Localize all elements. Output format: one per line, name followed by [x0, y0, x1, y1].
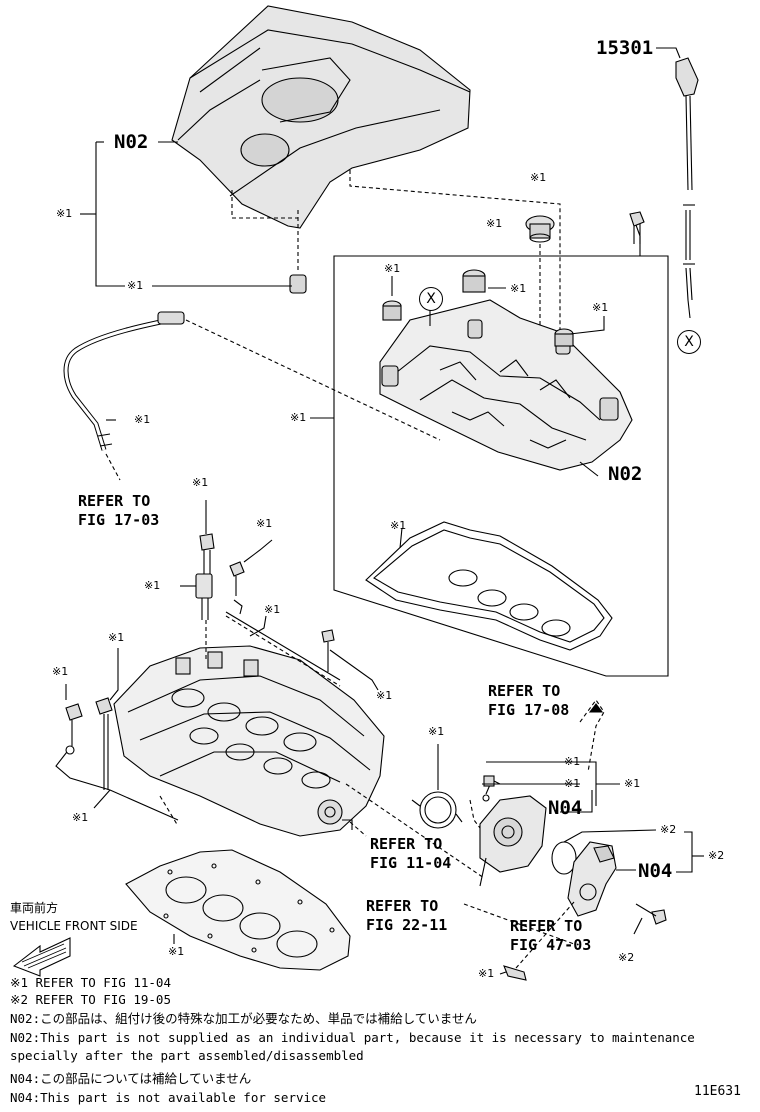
mark-1: ※1: [108, 631, 125, 644]
grommet: [462, 269, 486, 293]
ref-x-circle: X: [677, 330, 701, 354]
mark-1: ※1: [264, 603, 281, 616]
mark-1: ※1: [564, 777, 581, 790]
oil-dipstick: [656, 47, 699, 319]
oil-filler-cap: [525, 215, 555, 243]
mark-1: ※1: [624, 777, 641, 790]
mark-1: ※1: [510, 282, 527, 295]
mark-1: ※1: [168, 945, 185, 958]
cylinder-head-cover: [379, 299, 633, 471]
front-side-jp: 車両前方: [10, 901, 59, 915]
pump-housing: [567, 841, 617, 917]
mark-1: ※1: [564, 755, 581, 768]
mark-1: ※1: [127, 279, 144, 292]
mark-1: ※1: [290, 411, 307, 424]
bolt: [65, 703, 83, 746]
mark-1: ※1: [376, 689, 393, 702]
part-code-n04-housing: N04: [638, 860, 673, 882]
figure-id: 11E631: [694, 1084, 741, 1099]
grommet: [554, 328, 574, 347]
part-code-n02-head-cover: N02: [608, 463, 643, 485]
note-line: N04:This part is not available for servi…: [10, 1090, 327, 1105]
mark-1: ※1: [144, 579, 161, 592]
note-line: N04:この部品については補給していません: [10, 1071, 252, 1086]
engine-cover: [171, 5, 471, 294]
cylinder-head-gasket: [125, 849, 351, 971]
note-line: N02:This part is not supplied as an indi…: [10, 1030, 695, 1045]
mark-1: ※1: [384, 262, 401, 275]
front-side-en: VEHICLE FRONT SIDE: [10, 919, 138, 933]
gasket-ring: [411, 791, 463, 829]
mark-1: ※1: [592, 301, 609, 314]
bolt: [229, 561, 245, 596]
note-line: ※2 REFER TO FIG 19-05: [10, 992, 171, 1007]
mark-1: ※1: [52, 665, 69, 678]
stud: [321, 629, 335, 672]
mark-2: ※2: [708, 849, 725, 862]
note-line: ※1 REFER TO FIG 11-04: [10, 975, 171, 990]
cylinder-head: [113, 645, 385, 837]
mark-2: ※2: [618, 951, 635, 964]
part-code-n02-cover: N02: [114, 131, 149, 153]
wire-harness: [55, 745, 179, 821]
grommet: [382, 300, 402, 321]
front-arrow: [12, 937, 71, 977]
mark-1: ※1: [56, 207, 73, 220]
mark-1: ※1: [72, 811, 89, 824]
mark-1: ※1: [134, 413, 151, 426]
pump-bolt: [635, 903, 667, 925]
bolt: [195, 533, 215, 620]
mark-1: ※1: [256, 517, 273, 530]
mark-1: ※1: [192, 476, 209, 489]
bolt: [95, 697, 113, 790]
mark-1: ※1: [530, 171, 547, 184]
cover-bolt: [629, 211, 645, 244]
note-line: specially after the part assembled/disas…: [10, 1048, 364, 1063]
mark-2: ※2: [660, 823, 677, 836]
breather-hose: [63, 311, 185, 451]
water-pump: [479, 775, 547, 873]
ref-x-circle: X: [419, 287, 443, 311]
part-code-n04-pump: N04: [548, 797, 583, 819]
mark-1: ※1: [390, 519, 407, 532]
note-line: N02:この部品は、組付け後の特殊な加工が必要なため、単品では補給していません: [10, 1011, 477, 1026]
bolt: [503, 965, 527, 981]
mark-1: ※1: [428, 725, 445, 738]
head-cover-gasket: [365, 521, 613, 651]
mark-1: ※1: [486, 217, 503, 230]
part-number-dipstick: 15301: [596, 37, 654, 59]
mark-1: ※1: [478, 967, 495, 980]
